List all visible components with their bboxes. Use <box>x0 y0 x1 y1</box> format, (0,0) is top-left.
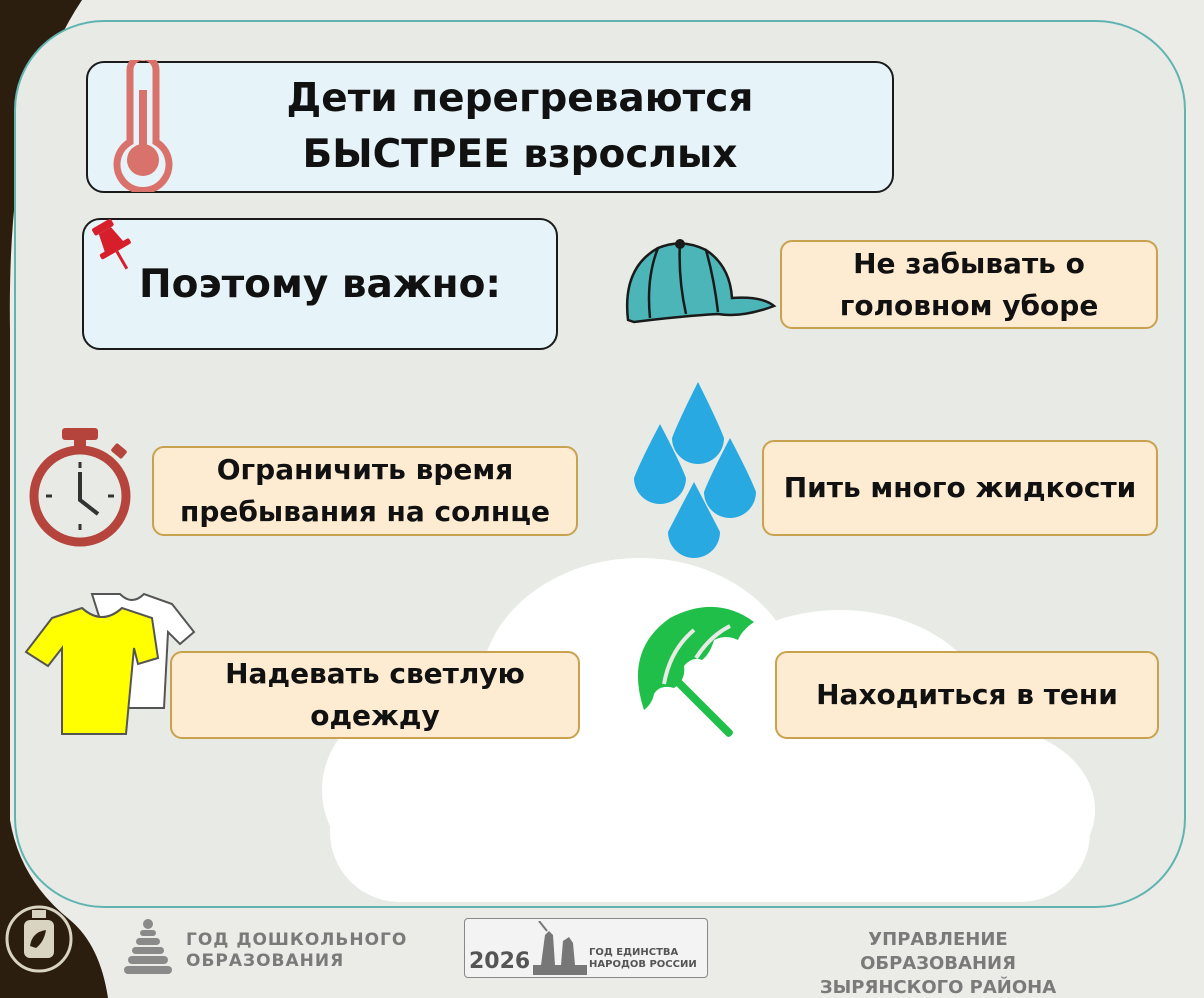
tshirt-icon <box>24 592 196 735</box>
tip-shade: Находиться в тени <box>775 651 1159 739</box>
tip-sun-time: Ограничить время пребывания на солнце <box>152 446 578 536</box>
tip-fluids: Пить много жидкости <box>762 440 1158 536</box>
tip-headwear-line-2: головном уборе <box>839 288 1099 322</box>
subtitle-box: Поэтому важно: <box>82 218 558 350</box>
badge-line-1: ГОД ЕДИНСТВА <box>589 947 679 958</box>
badge-line-2: НАРОДОВ РОССИИ <box>589 959 697 970</box>
badge-caption: ГОД ЕДИНСТВА НАРОДОВ РОССИИ <box>589 947 697 971</box>
department-line-2: ЗЫРЯНСКОГО РАЙОНА <box>819 977 1057 998</box>
badge-year: 2026 <box>469 949 531 974</box>
tip-headwear: Не забывать о головном уборе <box>780 240 1158 329</box>
department-label: УПРАВЛЕНИЕ ОБРАЗОВАНИЯ ЗЫРЯНСКОГО РАЙОНА <box>798 928 1078 998</box>
pushpin-icon <box>92 218 131 270</box>
preschool-line-1: Год дошкольного <box>186 930 408 950</box>
title-line-1: Дети перегреваются <box>286 76 754 121</box>
coat-of-arms-icon <box>5 905 73 973</box>
tip-clothes-line-1: Надевать светлую <box>225 657 525 690</box>
tip-headwear-line-1: Не забывать о <box>853 246 1085 280</box>
preschool-line-2: образования <box>186 951 345 971</box>
unity-year-badge: 2026 ГОД ЕДИНСТВА НАРОДОВ РОССИИ <box>464 918 708 978</box>
stopwatch-icon <box>29 428 131 547</box>
tip-sun-time-line-1: Ограничить время <box>216 453 514 486</box>
title-box: Дети перегреваются БЫСТРЕЕ взрослых <box>86 61 894 193</box>
cap-icon <box>625 239 777 324</box>
pyramid-toy-icon <box>124 919 172 974</box>
preschool-year-label: Год дошкольного образования <box>186 930 407 972</box>
tip-sun-time-line-2: пребывания на солнце <box>180 495 550 528</box>
umbrella-icon <box>637 606 754 737</box>
tip-clothes-line-2: одежду <box>310 699 440 732</box>
water-drops-icon <box>634 382 756 558</box>
tip-shade-text: Находиться в тени <box>816 678 1118 711</box>
department-line-1: УПРАВЛЕНИЕ ОБРАЗОВАНИЯ <box>860 929 1016 974</box>
tip-clothes: Надевать светлую одежду <box>170 651 580 739</box>
tip-fluids-text: Пить много жидкости <box>783 471 1137 504</box>
thermometer-icon <box>113 60 173 192</box>
monument-icon <box>533 921 587 975</box>
subtitle-text: Поэтому важно: <box>139 261 501 307</box>
title-line-2: БЫСТРЕЕ взрослых <box>302 132 738 177</box>
